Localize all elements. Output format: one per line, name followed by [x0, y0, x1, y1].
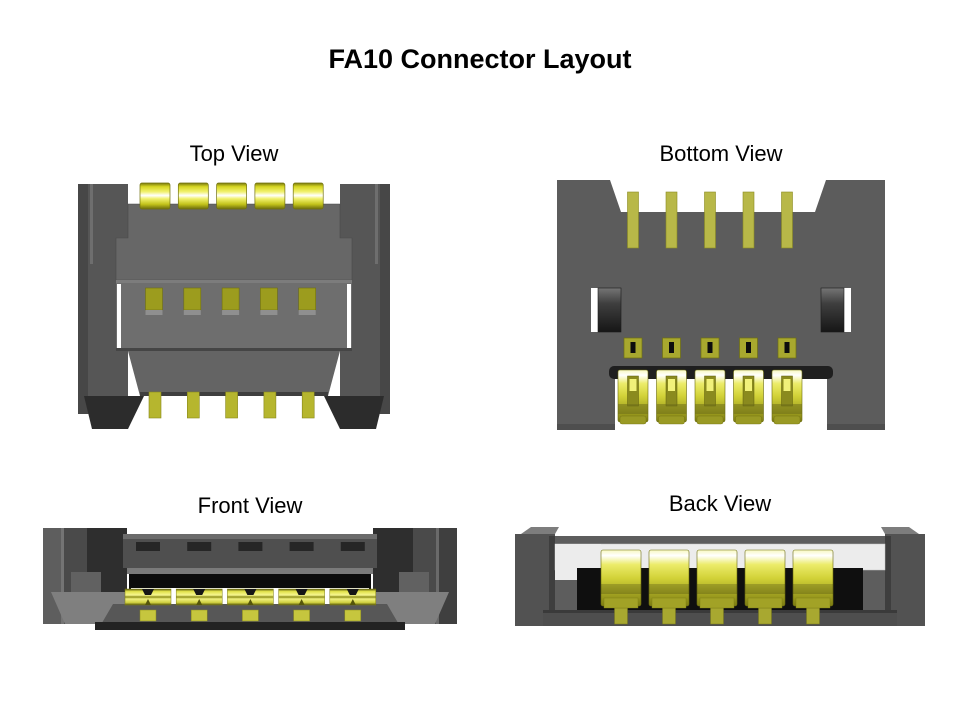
- top-view-label: Top View: [189, 141, 279, 166]
- bottom-view-label: Bottom View: [659, 141, 783, 166]
- top-view-pads: [145, 287, 316, 315]
- page-title: FA10 Connector Layout: [328, 44, 632, 74]
- back-view-clips: [600, 549, 834, 609]
- bottom-view-pads: [623, 337, 797, 359]
- front-view-label: Front View: [197, 493, 303, 518]
- front-view-image: [43, 528, 457, 630]
- bottom-view-image: [557, 180, 885, 430]
- top-view-image: [78, 182, 390, 429]
- top-view-top-pins: [139, 182, 324, 210]
- back-view-image: [515, 527, 925, 626]
- front-view-contacts: [124, 588, 377, 606]
- bottom-view-clips: [617, 369, 803, 425]
- back-view-label: Back View: [668, 491, 772, 516]
- back-view-tabs: [614, 607, 820, 625]
- bottom-view-latches: [591, 287, 851, 333]
- front-view-pads: [139, 609, 362, 622]
- front-view-slots: [136, 542, 365, 551]
- bottom-view-top-pins: [627, 191, 793, 249]
- top-view-bottom-pins: [148, 391, 315, 419]
